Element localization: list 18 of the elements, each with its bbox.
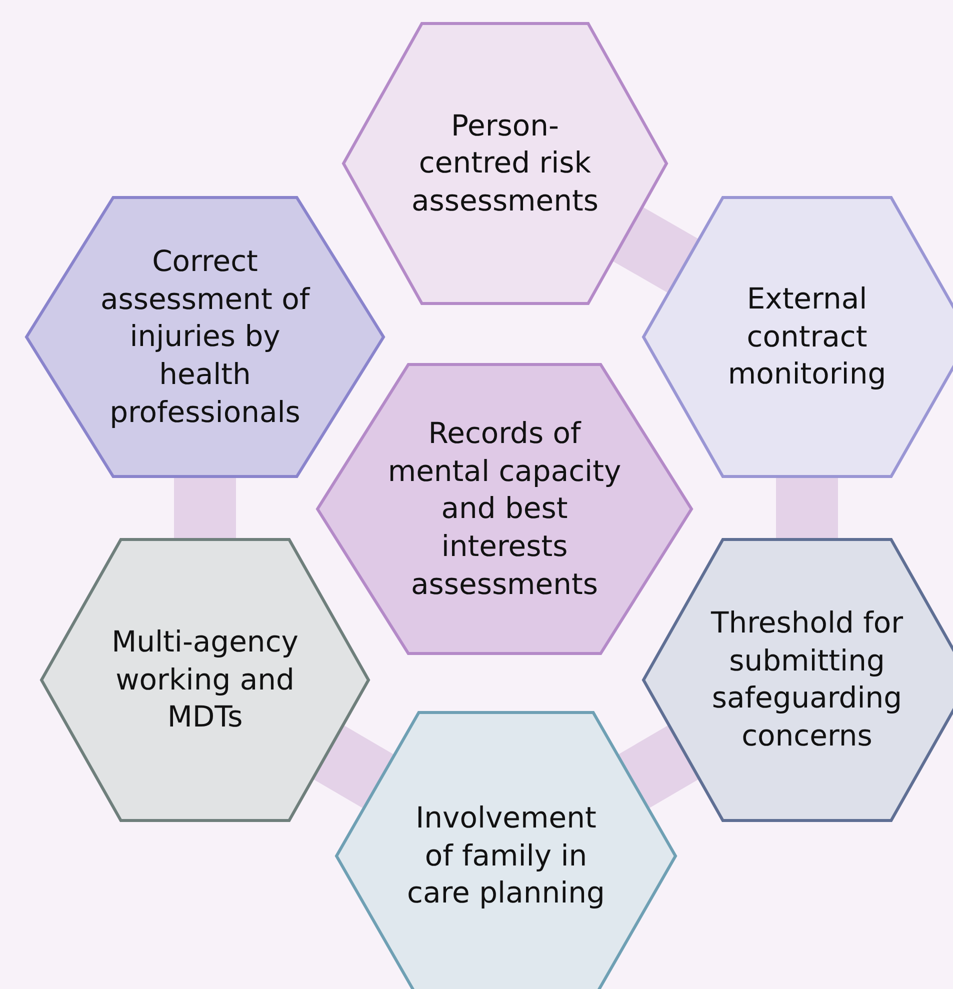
connector-band bbox=[174, 478, 236, 538]
hexagon-node bbox=[40, 538, 370, 822]
hexagon-node bbox=[316, 363, 693, 655]
connector-band bbox=[612, 207, 698, 293]
connector-band bbox=[313, 726, 394, 808]
node-label: Involvement of family in care planning bbox=[406, 799, 606, 912]
hexagon-node bbox=[342, 22, 668, 305]
node-label: Records of mental capacity and best interests assessments bbox=[386, 414, 622, 603]
hexagon-node bbox=[335, 711, 677, 989]
node-label: External contract monitoring bbox=[726, 280, 888, 393]
node-label: Person-centred risk assessments bbox=[410, 106, 600, 220]
connector-band bbox=[618, 726, 699, 808]
hexagon-node bbox=[642, 538, 953, 822]
node-label: Correct assessment of injuries by health professionals bbox=[99, 242, 312, 431]
hexagon-node bbox=[642, 196, 953, 478]
node-label: Multi-agency working and MDTs bbox=[110, 623, 300, 736]
hexagon-node bbox=[25, 196, 385, 478]
node-label: Threshold for submitting safeguarding concerns bbox=[710, 604, 904, 755]
